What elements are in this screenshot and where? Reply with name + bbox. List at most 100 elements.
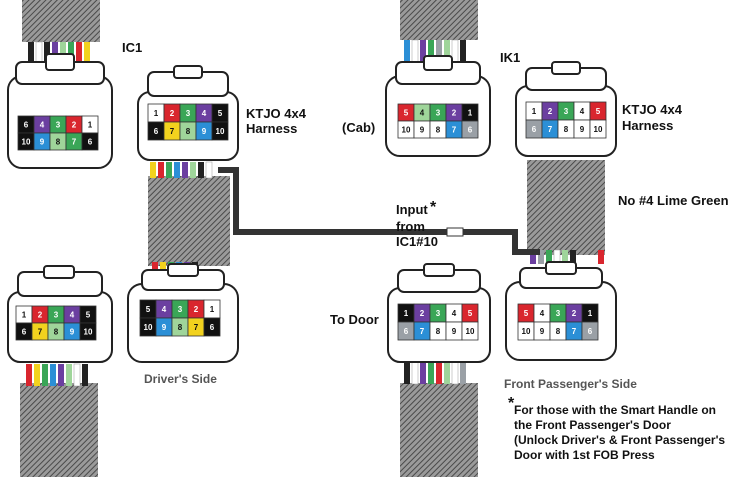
- label-front-passengers-side: Front Passenger's Side: [504, 377, 637, 391]
- pin-number: 10: [144, 323, 153, 332]
- pin-number: 1: [404, 309, 409, 318]
- pin-number: 6: [404, 327, 409, 336]
- pin-number: 1: [88, 121, 93, 130]
- pin-number: 9: [70, 328, 75, 337]
- pin-number: 1: [588, 309, 593, 318]
- label-cab: (Cab): [342, 120, 375, 135]
- pin-number: 2: [420, 309, 425, 318]
- pin-number: 6: [88, 138, 93, 147]
- pin-number: 8: [556, 327, 561, 336]
- pin-number: 6: [154, 127, 159, 136]
- pin-number: 2: [548, 107, 553, 116]
- label-input-2: from: [396, 219, 425, 234]
- pin-number: 4: [540, 309, 545, 318]
- pin-number: 7: [452, 126, 457, 135]
- pin-number: 3: [178, 305, 183, 314]
- cable-bundle-door: [400, 383, 478, 477]
- pin-number: 2: [38, 311, 43, 320]
- pin-number: 3: [436, 109, 441, 118]
- pin-number: 4: [452, 309, 457, 318]
- cable-bundle-driver: [20, 383, 98, 477]
- label-note-3: (Unlock Driver's & Front Passenger's: [514, 433, 725, 447]
- pin-cell: [211, 121, 229, 141]
- pin-number: 7: [572, 327, 577, 336]
- label-note-2: the Front Passenger's Door: [514, 418, 671, 432]
- pin-number: 10: [84, 328, 93, 337]
- wire-stripes-door: [404, 361, 466, 385]
- pin-number: 9: [420, 126, 425, 135]
- pin-number: 10: [594, 125, 603, 134]
- pin-number: 9: [40, 138, 45, 147]
- pin-number: 10: [466, 327, 475, 336]
- pin-number: 3: [564, 107, 569, 116]
- pin-number: 7: [170, 127, 175, 136]
- pin-number: 8: [564, 125, 569, 134]
- pin-number: 3: [56, 121, 61, 130]
- pin-number: 2: [572, 309, 577, 318]
- pin-number: 6: [22, 328, 27, 337]
- label-input-3: IC1#10: [396, 234, 438, 249]
- pin-grids: 6 4 3 2 1 10 9 8 7 6 1 2 3 4 5 6 7 8 9 10 5 4 3 2 1 10 9 8 7 6 1 2 3 4 5 6 7…: [15, 101, 607, 341]
- pin-number: 5: [596, 107, 601, 116]
- pin-number: 5: [218, 109, 223, 118]
- pin-number: 6: [24, 121, 29, 130]
- pin-number: 10: [402, 126, 411, 135]
- pin-number: 4: [580, 107, 585, 116]
- pin-number: 7: [548, 125, 553, 134]
- pin-number: 10: [522, 327, 531, 336]
- cable-bundle-ic1: [22, 0, 100, 42]
- pin-number: 3: [186, 109, 191, 118]
- pin-number: 9: [202, 127, 207, 136]
- pin-number: 5: [146, 305, 151, 314]
- pin-number: 10: [216, 127, 225, 136]
- input-wire: [218, 167, 540, 255]
- pin-number: 3: [54, 311, 59, 320]
- pin-number: 6: [468, 126, 473, 135]
- label-ik1: IK1: [500, 50, 520, 65]
- wire-stripes-left-top: [150, 161, 213, 179]
- pin-number: 3: [556, 309, 561, 318]
- connector-ic1: [7, 53, 113, 169]
- pin-number: 4: [202, 109, 207, 118]
- pin-number: 7: [38, 328, 43, 337]
- label-note-4: Door with 1st FOB Press: [514, 448, 655, 462]
- pin-cell: [581, 321, 599, 341]
- pin-cell: [589, 119, 607, 139]
- pin-number: 5: [524, 309, 529, 318]
- label-ic1: IC1: [122, 40, 142, 55]
- pin-number: 2: [72, 121, 77, 130]
- cable-bundle-ik1: [400, 0, 478, 40]
- pin-number: 9: [540, 327, 545, 336]
- pin-number: 1: [468, 109, 473, 118]
- pin-cell: [461, 120, 479, 139]
- pin-number: 5: [404, 109, 409, 118]
- pin-number: 5: [468, 309, 473, 318]
- wire-stripes-driver: [26, 363, 88, 387]
- pin-cell: [203, 317, 221, 337]
- pin-number: 6: [532, 125, 537, 134]
- pin-number: 1: [532, 107, 537, 116]
- cable-bundle-right-middle: [527, 160, 605, 255]
- pin-number: 5: [86, 311, 91, 320]
- pin-number: 4: [40, 121, 45, 130]
- pin-number: 7: [420, 327, 425, 336]
- pin-number: 1: [154, 109, 159, 118]
- label-harness-right-2: Harness: [622, 118, 673, 133]
- pin-number: 3: [436, 309, 441, 318]
- pin-number: 8: [56, 138, 61, 147]
- pin-number: 7: [72, 138, 77, 147]
- pin-number: 10: [22, 138, 31, 147]
- label-drivers-side: Driver's Side: [144, 372, 217, 386]
- pin-cell: [79, 322, 97, 341]
- pin-number: 1: [22, 311, 27, 320]
- pin-number: 9: [580, 125, 585, 134]
- pin-number: 9: [162, 323, 167, 332]
- label-harness-left-2: Harness: [246, 121, 297, 136]
- pin-number: 1: [210, 305, 215, 314]
- pin-number: 4: [162, 305, 167, 314]
- pin-number: 2: [170, 109, 175, 118]
- cable-bundle-left-middle: [148, 176, 230, 266]
- label-harness-left-1: KTJO 4x4: [246, 106, 307, 121]
- label-input-1: Input: [396, 202, 428, 217]
